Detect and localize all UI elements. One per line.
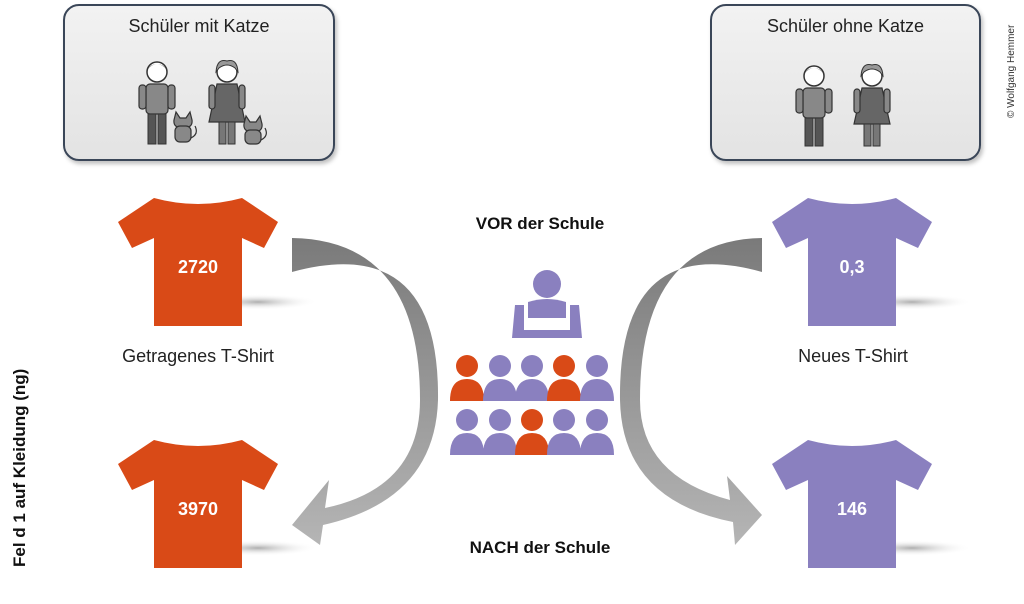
shirt-new-before: 0,3: [772, 198, 932, 326]
student-icon: [547, 409, 581, 455]
student-icon: [483, 355, 517, 401]
student-icon: [547, 355, 581, 401]
label-new-shirt: Neues T-Shirt: [798, 346, 908, 366]
classroom-audience: [450, 355, 614, 455]
people-with-cats-icon: [138, 60, 267, 145]
label-before-school: VOR der Schule: [475, 214, 605, 233]
tshirt-icon: [772, 440, 932, 568]
student-icon: [450, 409, 484, 455]
people-without-cats-icon: [795, 64, 891, 147]
shirt-value-worn-before: 2720: [178, 257, 218, 277]
shirt-value-new-before: 0,3: [839, 257, 864, 277]
group-title-with-cat: Schüler mit Katze: [128, 16, 270, 36]
group-title-without-cat: Schüler ohne Katze: [766, 16, 925, 36]
y-axis-label: Fel d 1 auf Kleidung (ng): [10, 368, 29, 567]
student-icon: [515, 409, 549, 455]
tshirt-icon: [118, 198, 278, 326]
student-icon: [483, 409, 517, 455]
teacher-icon: [512, 270, 582, 338]
shirt-new-after: 146: [772, 440, 932, 568]
group-box-without-cat: Schüler ohne Katze: [710, 4, 981, 161]
copyright-text: © Wolfgang Hemmer: [1006, 24, 1017, 118]
student-icon: [580, 409, 614, 455]
shirt-value-new-after: 146: [837, 499, 867, 519]
arrow-worn-shirt: [292, 238, 439, 545]
arrow-new-shirt: [619, 238, 762, 545]
student-icon: [450, 355, 484, 401]
shirt-worn-before: 2720: [118, 198, 278, 326]
tshirt-icon: [772, 198, 932, 326]
tshirt-icon: [118, 440, 278, 568]
label-after-school: NACH der Schule: [469, 538, 611, 557]
student-icon: [580, 355, 614, 401]
shirt-worn-after: 3970: [118, 440, 278, 568]
group-box-with-cat: Schüler mit Katze: [63, 4, 335, 161]
shirt-value-worn-after: 3970: [178, 499, 218, 519]
label-worn-shirt: Getragenes T-Shirt: [122, 346, 274, 366]
student-icon: [515, 355, 549, 401]
